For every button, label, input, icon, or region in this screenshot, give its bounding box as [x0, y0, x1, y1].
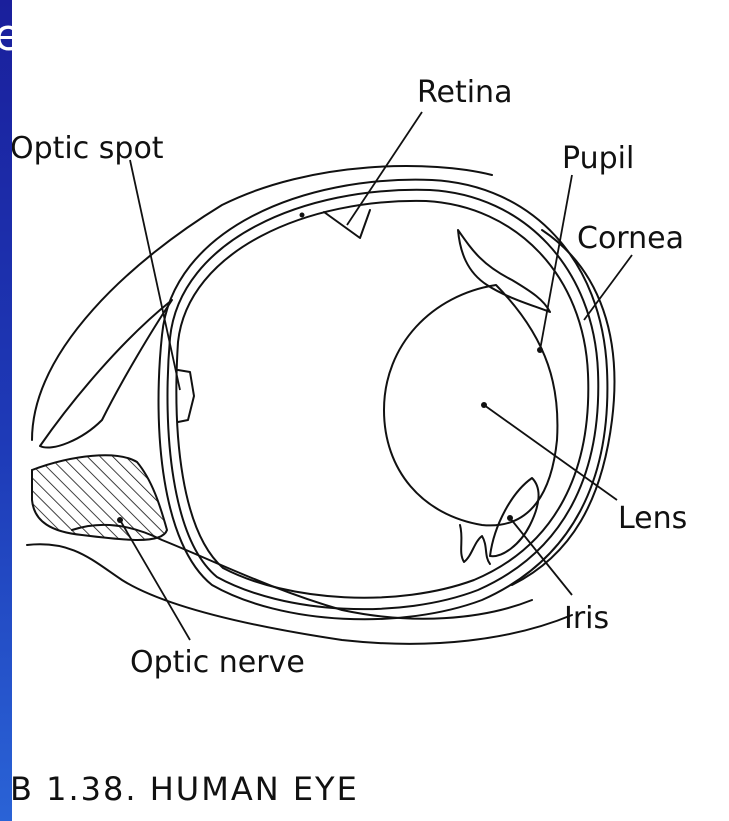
lens-dot: [481, 402, 487, 408]
label-lens: Lens: [618, 501, 687, 536]
optic-spot-notch: [178, 370, 194, 422]
iris-leader: [510, 518, 572, 595]
figure-caption: B 1.38. HUMAN EYE: [12, 770, 359, 808]
orbit-lower-outline: [27, 544, 572, 644]
eyelid-inner-outline: [40, 300, 172, 448]
label-retina: Retina: [417, 75, 512, 110]
pupil-leader: [540, 175, 572, 350]
eye-diagram: Retina Optic spot Pupil Cornea Lens Iris…: [12, 0, 729, 821]
ciliary-body-lower: [460, 525, 490, 564]
label-pupil: Pupil: [562, 141, 634, 176]
lens-outline: [384, 285, 557, 525]
eyelid-upper-outline: [32, 166, 492, 440]
pupil-dot: [537, 347, 543, 353]
label-iris: Iris: [564, 601, 609, 636]
optic-nerve-hatched: [32, 455, 167, 540]
retina-dot: [300, 213, 305, 218]
ciliary-body-upper: [458, 230, 550, 312]
cornea-leader: [584, 255, 632, 320]
label-cornea: Cornea: [577, 221, 684, 256]
label-optic-spot: Optic spot: [12, 131, 164, 166]
optic-nerve-dot: [117, 517, 123, 523]
label-optic-nerve: Optic nerve: [130, 645, 305, 680]
eye-diagram-panel: Retina Optic spot Pupil Cornea Lens Iris…: [12, 0, 729, 821]
iris-dot: [507, 515, 513, 521]
